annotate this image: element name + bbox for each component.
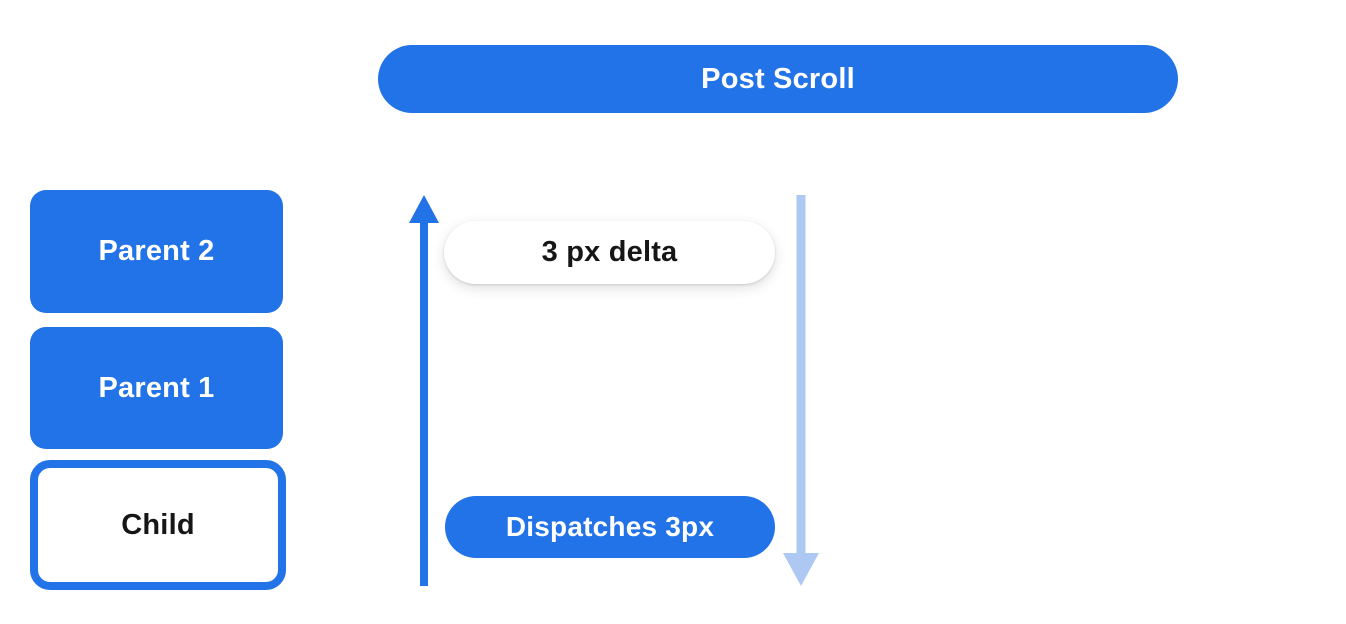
dispatch-pill: Dispatches 3px [445,496,775,558]
delta-pill-label: 3 px delta [541,236,678,268]
up-arrow-icon [409,195,439,586]
post-scroll-banner: Post Scroll [378,45,1178,113]
post-scroll-banner-label: Post Scroll [701,62,855,95]
dispatch-pill-label: Dispatches 3px [505,511,715,542]
parent-1-label: Parent 1 [98,371,215,404]
parent-2-box: Parent 2 [30,190,283,313]
child-box: Child [30,460,286,590]
parent-2-label: Parent 2 [98,235,215,267]
delta-pill: 3 px delta [444,221,775,284]
down-arrow-icon [783,195,819,586]
parent-1-box: Parent 1 [30,327,283,449]
child-label: Child [121,508,195,541]
